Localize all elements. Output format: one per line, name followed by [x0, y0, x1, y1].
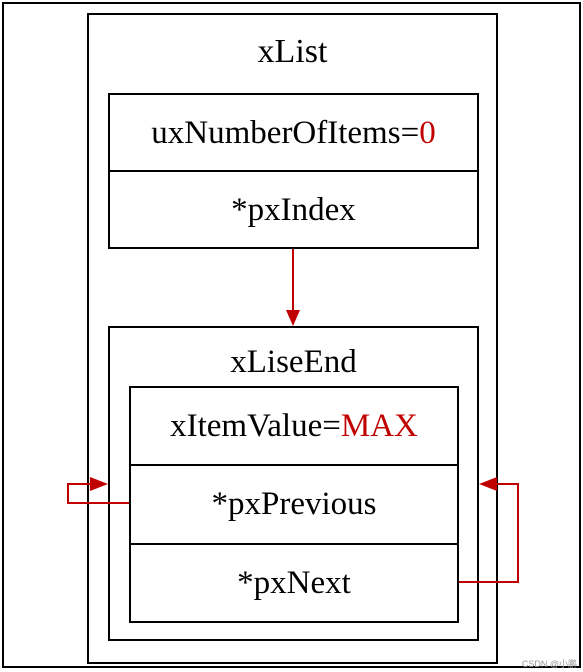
- previous-loop-line: [67, 483, 129, 504]
- number-of-items-field: uxNumberOfItems=0: [108, 93, 479, 172]
- px-next-field: *pxNext: [129, 543, 459, 623]
- px-previous-label: *pxPrevious: [211, 486, 377, 522]
- item-value-label: xItemValue=MAX: [131, 408, 457, 445]
- px-index-field: *pxIndex: [108, 170, 479, 249]
- number-of-items-value: 0: [419, 115, 436, 151]
- number-of-items-name: uxNumberOfItems=: [151, 115, 420, 151]
- index-arrow-head: [286, 310, 300, 326]
- watermark: CSDN @小鹏: [521, 659, 577, 669]
- xlist-title: xList: [257, 33, 328, 70]
- item-value-field: xItemValue=MAX: [129, 386, 459, 466]
- next-loop-line: [459, 483, 519, 583]
- px-next-label: *pxNext: [237, 565, 351, 601]
- item-value-value: MAX: [340, 408, 418, 444]
- previous-loop-arrow-head: [90, 477, 108, 491]
- xlise-end-title: xLiseEnd: [230, 344, 357, 380]
- number-of-items-label: uxNumberOfItems=0: [110, 115, 477, 152]
- item-value-name: xItemValue=: [170, 408, 341, 444]
- next-loop-arrow-head: [479, 477, 497, 491]
- px-index-label: *pxIndex: [231, 192, 356, 228]
